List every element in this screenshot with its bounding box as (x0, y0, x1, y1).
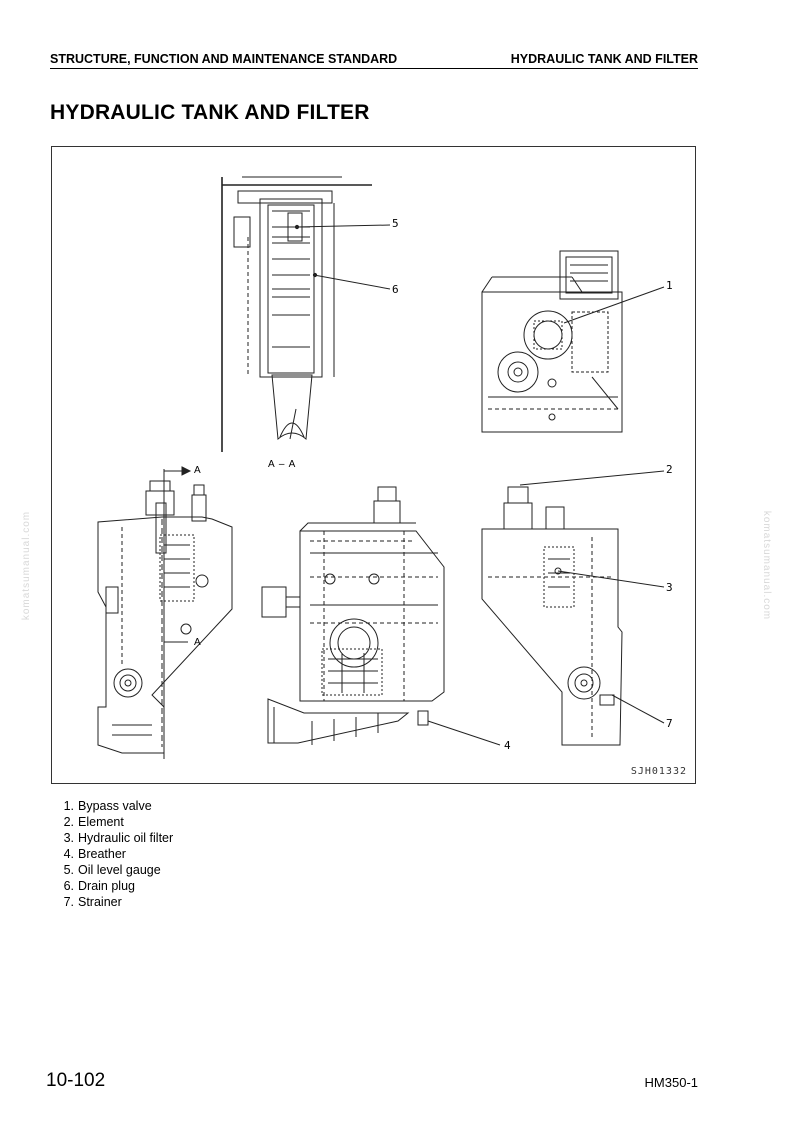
callout-3: 3 (666, 581, 673, 594)
parts-legend: 1.Bypass valve 2.Element 3.Hydraulic oil… (58, 798, 174, 910)
legend-item: 7.Strainer (63, 895, 122, 909)
technical-drawing: 5 6 1 2 3 4 7 A A A – A SJH01332 (51, 146, 696, 784)
section-marker-bottom: A (194, 637, 201, 648)
legend-item: 4.Breather (63, 847, 126, 861)
legend-item: 1.Bypass valve (63, 799, 152, 813)
watermark-right: komatsumanual.com (761, 510, 773, 621)
page-number: 10-102 (46, 1070, 106, 1091)
tank-drawing-svg (97, 176, 665, 759)
figure-id: SJH01332 (630, 766, 687, 777)
running-header-section: STRUCTURE, FUNCTION AND MAINTENANCE STAN… (50, 52, 398, 66)
legend-item: 5.Oil level gauge (63, 863, 161, 877)
callout-6: 6 (392, 283, 399, 296)
running-header-topic: HYDRAULIC TANK AND FILTER (510, 52, 698, 66)
page-title: HYDRAULIC TANK AND FILTER (50, 101, 370, 124)
rear-view (481, 250, 665, 433)
header-divider (50, 68, 698, 69)
legend-item: 6.Drain plug (63, 879, 135, 893)
model-code: HM350-1 (644, 1075, 698, 1090)
callout-7: 7 (666, 717, 673, 730)
watermark-left: komatsumanual.com (21, 510, 33, 621)
callout-5: 5 (392, 217, 399, 230)
front-view (261, 486, 501, 746)
callout-2: 2 (666, 463, 673, 476)
section-view (221, 176, 391, 452)
legend-item: 2.Element (63, 815, 124, 829)
callout-1: 1 (666, 279, 673, 292)
left-side-view (97, 466, 233, 759)
section-label: A – A (268, 459, 297, 470)
right-side-view (481, 470, 665, 746)
section-marker-top: A (194, 465, 201, 476)
callout-4: 4 (504, 739, 511, 752)
legend-item: 3.Hydraulic oil filter (63, 831, 174, 845)
